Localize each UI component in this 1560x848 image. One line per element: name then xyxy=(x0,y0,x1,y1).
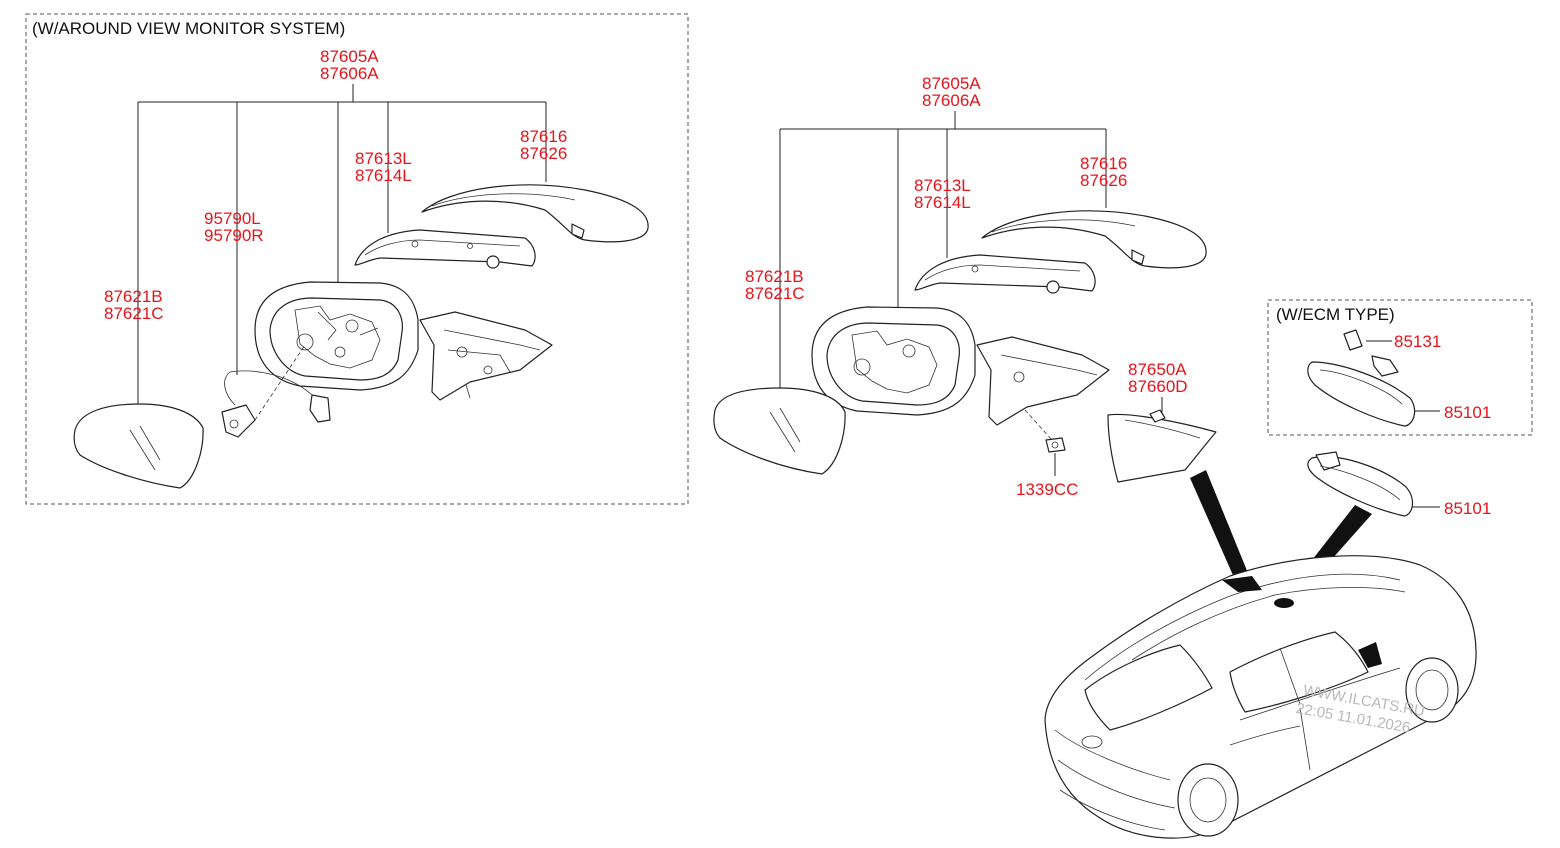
label-inside-mirror[interactable]: 85101 xyxy=(1444,499,1491,518)
label-camera-a[interactable]: 95790L xyxy=(204,209,261,228)
label-glass-b-mid[interactable]: 87621C xyxy=(745,284,805,303)
mirror-cover-left xyxy=(421,184,649,243)
mirror-housing-mid xyxy=(811,306,1110,441)
label-assy-b-mid[interactable]: 87606A xyxy=(922,91,981,110)
mirror-housing-left xyxy=(254,281,553,401)
around-view-group: (W/AROUND VIEW MONITOR SYSTEM) 87605A 87… xyxy=(25,13,689,505)
garnish-mid xyxy=(1107,409,1217,483)
nut-mid xyxy=(1045,437,1066,453)
label-cover-b-left[interactable]: 87626 xyxy=(520,144,567,163)
label-lamp-b-mid[interactable]: 87614L xyxy=(914,193,971,212)
car-illustration xyxy=(1044,470,1477,839)
label-cover-a-mid[interactable]: 87616 xyxy=(1080,154,1127,173)
label-cover-a-left[interactable]: 87616 xyxy=(520,127,567,146)
label-glass-a-mid[interactable]: 87621B xyxy=(745,267,804,286)
label-glass-b-left[interactable]: 87621C xyxy=(104,304,164,323)
label-garnish-b[interactable]: 87660D xyxy=(1128,377,1188,396)
ecm-frame xyxy=(1267,299,1533,436)
inside-mirror-group: 85101 xyxy=(1307,451,1491,518)
ecm-group: (W/ECM TYPE) 85131 85101 xyxy=(1267,299,1533,436)
pointer-garnish xyxy=(1190,470,1250,582)
label-assy-a-mid[interactable]: 87605A xyxy=(922,74,981,93)
leader-lines-mid xyxy=(779,111,1163,476)
label-assy-b-left[interactable]: 87606A xyxy=(320,64,379,83)
label-bracket[interactable]: 85131 xyxy=(1394,332,1441,351)
label-nut[interactable]: 1339CC xyxy=(1016,480,1078,499)
leader-lines-left xyxy=(137,84,547,410)
standard-group: 87605A 87606A 87616 87626 87613L 87614L … xyxy=(713,74,1217,499)
label-lamp-b-left[interactable]: 87614L xyxy=(355,166,412,185)
label-lamp-a-left[interactable]: 87613L xyxy=(355,149,412,168)
label-assy-a-left[interactable]: 87605A xyxy=(320,47,379,66)
side-lamp-left xyxy=(354,229,536,269)
label-inside-mirror-ecm[interactable]: 85101 xyxy=(1444,403,1491,422)
label-garnish-a[interactable]: 87650A xyxy=(1128,360,1187,379)
around-view-frame xyxy=(25,13,689,505)
side-lamp-mid xyxy=(914,254,1096,294)
mirror-glass-left xyxy=(73,403,204,489)
camera-left xyxy=(221,344,331,438)
label-lamp-a-mid[interactable]: 87613L xyxy=(914,176,971,195)
label-glass-a-left[interactable]: 87621B xyxy=(104,287,163,306)
label-cover-b-mid[interactable]: 87626 xyxy=(1080,171,1127,190)
around-view-title: (W/AROUND VIEW MONITOR SYSTEM) xyxy=(32,19,345,38)
ecm-bracket xyxy=(1343,329,1399,377)
ecm-mirror xyxy=(1307,361,1416,427)
mirror-cover-mid xyxy=(981,210,1207,269)
mirror-glass-mid xyxy=(713,387,846,475)
ecm-title: (W/ECM TYPE) xyxy=(1276,305,1395,324)
label-camera-b[interactable]: 95790R xyxy=(204,226,264,245)
